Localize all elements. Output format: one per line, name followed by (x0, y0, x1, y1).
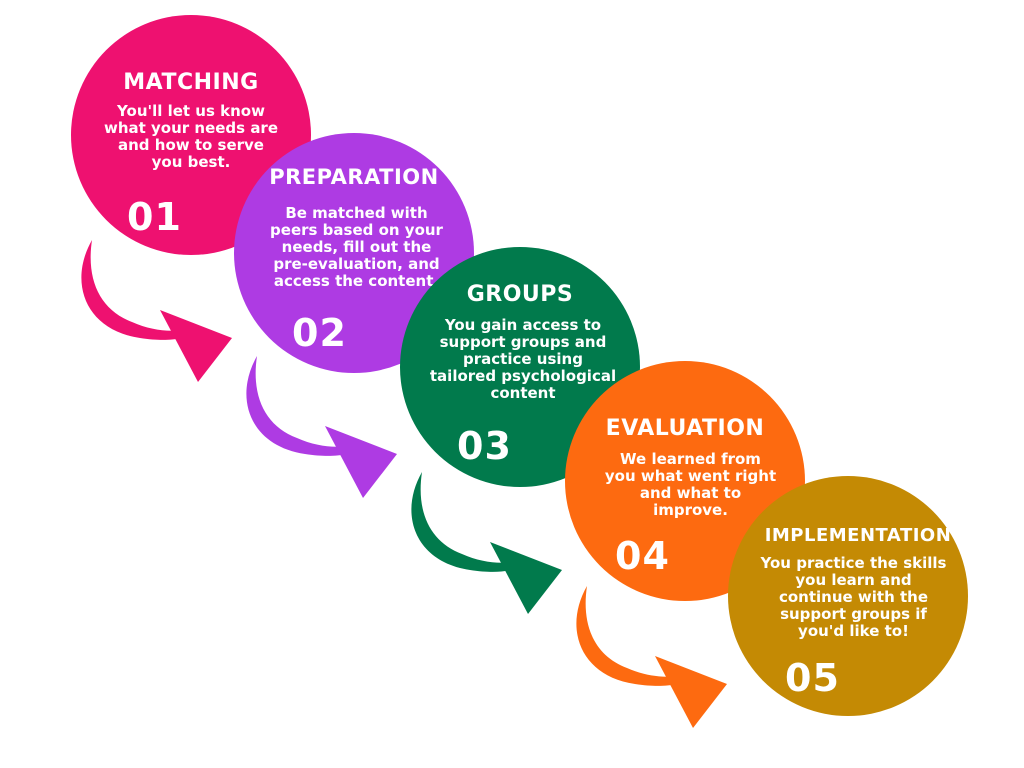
step-number: 03 (457, 424, 512, 468)
arrow-head (655, 656, 727, 728)
arrow-body (81, 240, 182, 340)
step-title: EVALUATION (605, 416, 765, 441)
step-title: GROUPS (466, 282, 574, 307)
arrow-body (411, 472, 512, 572)
arrow-body (576, 586, 677, 686)
step-implementation: IMPLEMENTATION You practice the skills y… (728, 476, 968, 716)
step-number: 01 (127, 195, 182, 239)
step-description: Be matched with peers based on your need… (270, 204, 443, 290)
step-title: PREPARATION (269, 165, 439, 189)
step-preparation: PREPARATION Be matched with peers based … (234, 133, 474, 373)
arrow-head (325, 426, 397, 498)
step-groups: GROUPS You gain access to support groups… (400, 247, 640, 487)
step-title: MATCHING (123, 70, 259, 95)
step-number: 04 (615, 534, 670, 578)
step-description: You'll let us know what your needs are a… (103, 102, 279, 171)
arrow-body (246, 356, 347, 456)
step-title: IMPLEMENTATION (764, 525, 952, 546)
step-number: 05 (785, 656, 840, 700)
arrow-head (160, 310, 232, 382)
step-matching: MATCHING You'll let us know what your ne… (71, 15, 311, 255)
step-description: You gain access to support groups and pr… (429, 316, 617, 402)
step-description: We learned from you what went right and … (604, 450, 777, 519)
step-description: You practice the skills you learn and co… (760, 554, 947, 640)
step-number: 02 (292, 311, 347, 355)
arrow-head (490, 542, 562, 614)
